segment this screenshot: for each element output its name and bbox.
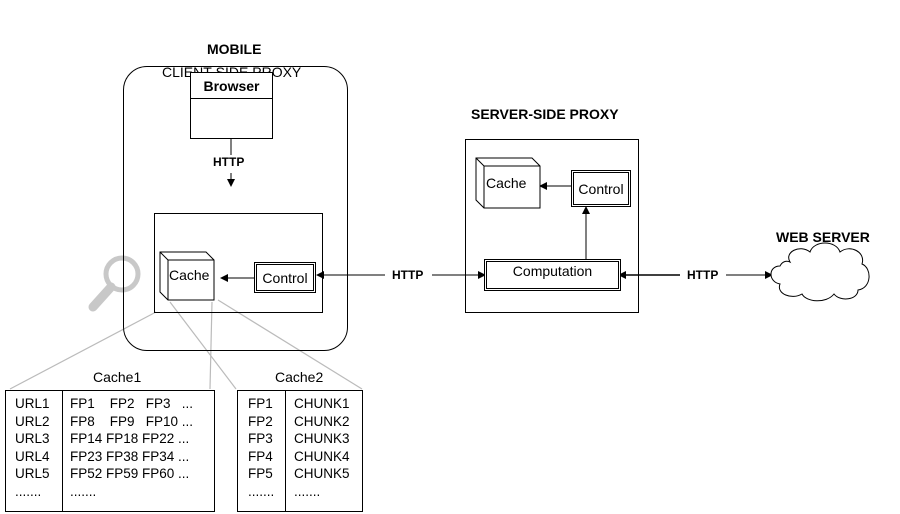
- list-item: FP3: [248, 431, 273, 446]
- computation-label: Computation: [512, 263, 593, 279]
- zoom-line-cache2-left: [169, 301, 237, 390]
- list-item: CHUNK4: [294, 448, 350, 464]
- cloud-icon: [770, 242, 870, 302]
- mobile-control-label: Control: [262, 269, 308, 286]
- cache1-table: URL1 URL2 URL3 URL4 URL5 ....... FP1 FP2…: [5, 390, 215, 512]
- zoom-line-cache1-right: [209, 301, 213, 390]
- zoom-line-cache1-left: [9, 311, 157, 390]
- web-server-title: WEB SERVER: [776, 229, 870, 245]
- server-proxy-box: [465, 139, 639, 313]
- magnifier-icon: [88, 255, 141, 312]
- list-item: URL2: [15, 413, 50, 429]
- server-proxy-title: SERVER-SIDE PROXY: [471, 106, 619, 122]
- list-item: FP1 FP2 FP3 ...: [70, 396, 194, 411]
- server-web-http-label: HTTP: [687, 268, 719, 282]
- cache1-url-column: URL1 URL2 URL3 URL4 URL5 .......: [15, 391, 50, 511]
- list-item: URL1: [15, 396, 50, 411]
- list-item: CHUNK2: [294, 413, 350, 429]
- cache2-title: Cache2: [275, 369, 324, 385]
- cache2-chunk-column: CHUNK1 CHUNK2 CHUNK3 CHUNK4 CHUNK5 .....…: [294, 391, 350, 511]
- list-item: FP2: [248, 413, 273, 429]
- cache1-divider: [62, 391, 63, 511]
- list-item: .......: [248, 483, 275, 499]
- list-item: URL5: [15, 466, 50, 481]
- list-item: .......: [70, 483, 97, 499]
- client-server-http-label: HTTP: [392, 268, 424, 282]
- cache1-fp-column: FP1 FP2 FP3 ... FP8 FP9 FP10 ... FP14 FP…: [70, 391, 193, 511]
- cache2-table: FP1 FP2 FP3 FP4 FP5 ....... CHUNK1 CHUNK…: [237, 390, 363, 512]
- computation-box[interactable]: Computation: [484, 259, 621, 291]
- list-item: FP1: [248, 396, 273, 411]
- cache2-fp-column: FP1 FP2 FP3 FP4 FP5 .......: [248, 391, 274, 511]
- browser-label: Browser: [191, 73, 272, 99]
- browser-box[interactable]: Browser: [190, 72, 273, 139]
- list-item: FP23 FP38 FP34 ...: [70, 448, 190, 464]
- cube-icon: [159, 251, 215, 301]
- browser-http-label: HTTP: [213, 155, 245, 169]
- server-control-label: Control: [578, 180, 624, 197]
- server-cache-label[interactable]: Cache: [486, 175, 527, 191]
- list-item: FP8 FP9 FP10 ...: [70, 413, 194, 429]
- list-item: URL4: [15, 448, 50, 464]
- list-item: URL3: [15, 431, 50, 446]
- mobile-container: [123, 66, 348, 351]
- list-item: .......: [15, 483, 42, 499]
- client-proxy-box: [154, 213, 323, 313]
- cache2-divider: [285, 391, 286, 511]
- mobile-title: MOBILE: [207, 41, 262, 57]
- mobile-cache-label[interactable]: Cache: [169, 267, 210, 283]
- list-item: CHUNK1: [294, 396, 350, 411]
- list-item: FP4: [248, 448, 273, 464]
- list-item: FP14 FP18 FP22 ...: [70, 431, 190, 446]
- mobile-control-box[interactable]: Control: [254, 262, 316, 293]
- zoom-line-cache2-right: [217, 299, 363, 390]
- cache1-title: Cache1: [93, 369, 142, 385]
- list-item: CHUNK5: [294, 466, 350, 481]
- server-control-box[interactable]: Control: [571, 170, 631, 207]
- list-item: .......: [294, 483, 321, 499]
- list-item: FP52 FP59 FP60 ...: [70, 466, 190, 481]
- cube-icon: [475, 157, 541, 209]
- list-item: FP5: [248, 466, 273, 481]
- list-item: CHUNK3: [294, 431, 350, 446]
